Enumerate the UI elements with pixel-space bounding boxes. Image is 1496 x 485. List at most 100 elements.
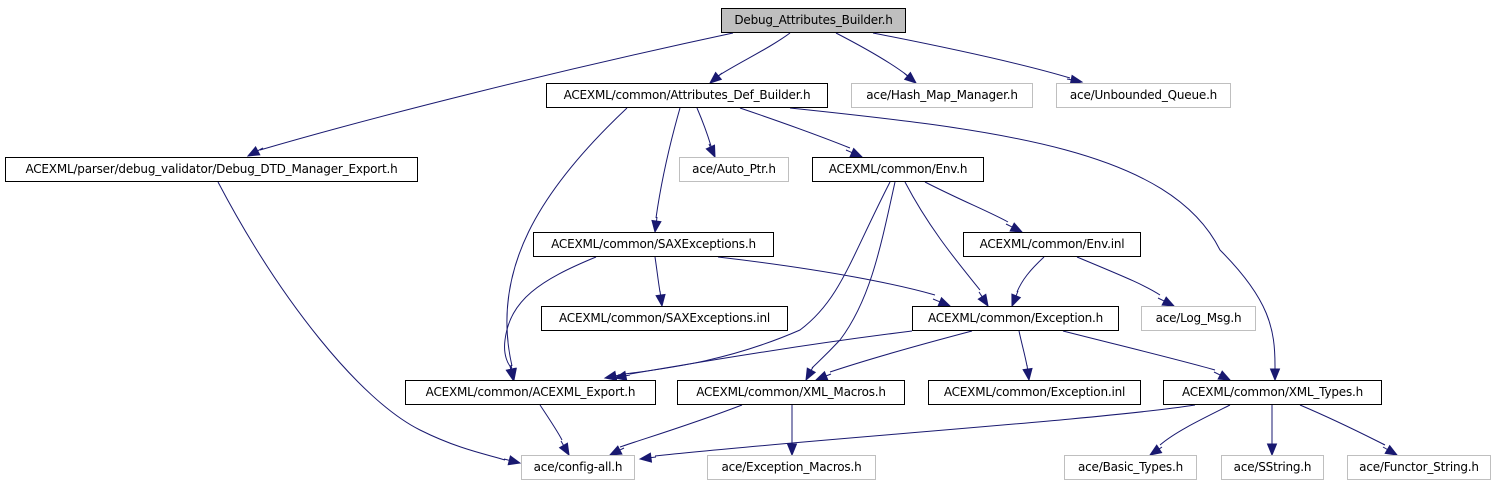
node-saxexceptions-inl[interactable]: ACEXML/common/SAXExceptions.inl bbox=[541, 306, 788, 331]
edge-env_h-to-xml_macros bbox=[805, 181, 896, 382]
edge-line bbox=[924, 181, 1009, 223]
edge-env_h-to-acexml_export bbox=[603, 181, 891, 381]
edge-root-to-dtd_export bbox=[246, 32, 734, 157]
edge-line bbox=[717, 32, 791, 77]
edge-line bbox=[1076, 256, 1161, 296]
edge-line bbox=[1018, 330, 1028, 367]
arrowhead-icon bbox=[849, 147, 864, 158]
edge-line-tail bbox=[509, 365, 512, 370]
arrowhead-icon bbox=[903, 71, 918, 84]
node-xml-types[interactable]: ACEXML/common/XML_Types.h bbox=[1163, 380, 1382, 405]
edge-exception_h-to-acexml_export bbox=[613, 330, 913, 381]
edge-xml_types-to-basic_types bbox=[1148, 404, 1231, 456]
edge-line bbox=[654, 404, 1196, 457]
edge-xml_types-to-sstring bbox=[1266, 405, 1278, 457]
edge-line-tail bbox=[659, 290, 661, 296]
node-root: Debug_Attributes_Builder.h bbox=[721, 8, 906, 33]
arrowhead-icon bbox=[1148, 444, 1163, 456]
node-basic-types: ace/Basic_Types.h bbox=[1064, 455, 1197, 480]
arrowhead-icon bbox=[1009, 222, 1024, 233]
edge-line-tail bbox=[1382, 446, 1388, 450]
node-exception-macros: ace/Exception_Macros.h bbox=[707, 455, 876, 480]
arrowhead-icon bbox=[246, 146, 261, 157]
node-attributes-def-builder[interactable]: ACEXML/common/Attributes_Def_Builder.h bbox=[546, 83, 828, 108]
edge-xml_macros-to-exc_macros bbox=[786, 404, 798, 457]
edge-xml_types-to-functor_string bbox=[1299, 404, 1399, 456]
edge-acexml_export-to-config_all bbox=[539, 404, 570, 457]
edge-line-tail bbox=[560, 440, 564, 446]
edge-line-tail bbox=[978, 291, 983, 297]
edge-saxexc_h-to-exception_h bbox=[717, 256, 952, 307]
edge-line-tail bbox=[257, 147, 264, 152]
edge-attr_def-to-auto_ptr bbox=[696, 107, 716, 159]
arrowhead-icon bbox=[558, 442, 570, 457]
node-xml-macros[interactable]: ACEXML/common/XML_Macros.h bbox=[677, 380, 905, 405]
arrowhead-icon bbox=[708, 71, 723, 84]
node-env-inl[interactable]: ACEXML/common/Env.inl bbox=[963, 232, 1141, 257]
edge-saxexc_h-to-acexml_export bbox=[504, 256, 597, 382]
node-exception-inl[interactable]: ACEXML/common/Exception.inl bbox=[928, 380, 1141, 405]
edge-line-tail bbox=[656, 216, 658, 222]
edge-line-tail bbox=[1157, 297, 1165, 302]
node-exception-h[interactable]: ACEXML/common/Exception.h bbox=[912, 306, 1119, 331]
node-debug-dtd-manager-export[interactable]: ACEXML/parser/debug_validator/Debug_DTD_… bbox=[5, 157, 418, 182]
arrowhead-icon bbox=[1269, 368, 1281, 382]
edge-line-tail bbox=[1213, 371, 1221, 376]
edge-root-to-unbounded bbox=[872, 32, 1084, 85]
edge-dtd_export-to-config_all bbox=[217, 181, 522, 466]
node-sstring: ace/SString.h bbox=[1221, 455, 1324, 480]
node-functor-string: ace/Functor_String.h bbox=[1347, 455, 1491, 480]
node-acexml-export[interactable]: ACEXML/common/ACEXML_Export.h bbox=[405, 380, 656, 405]
edge-line-tail bbox=[625, 374, 631, 377]
edge-line-tail bbox=[932, 298, 940, 303]
edge-line-tail bbox=[1026, 364, 1028, 370]
node-env-h[interactable]: ACEXML/common/Env.h bbox=[812, 157, 984, 182]
edge-line bbox=[655, 107, 681, 219]
edge-line bbox=[904, 181, 981, 291]
edge-line bbox=[504, 256, 597, 369]
arrowhead-icon bbox=[937, 296, 952, 307]
edge-line-tail bbox=[845, 149, 853, 154]
arrowhead-icon bbox=[814, 370, 829, 381]
arrowhead-icon bbox=[603, 370, 618, 381]
node-auto-ptr: ace/Auto_Ptr.h bbox=[679, 157, 789, 182]
edge-line bbox=[872, 32, 1071, 79]
arrowhead-icon bbox=[786, 443, 798, 457]
node-saxexceptions-h[interactable]: ACEXML/common/SAXExceptions.h bbox=[533, 232, 774, 257]
edge-line-tail bbox=[903, 72, 908, 77]
arrowhead-icon bbox=[1022, 367, 1033, 382]
edge-line-tail bbox=[718, 72, 723, 77]
edge-env_inl-to-exception_h bbox=[1011, 256, 1045, 308]
edge-env_h-to-env_inl bbox=[924, 181, 1024, 233]
edge-line-tail bbox=[708, 143, 711, 148]
edge-line bbox=[739, 107, 851, 149]
arrowhead-icon bbox=[1217, 370, 1232, 381]
edge-attr_def-to-env_h bbox=[739, 107, 864, 158]
edge-line bbox=[654, 256, 661, 293]
arrowhead-icon bbox=[608, 445, 623, 456]
arrowhead-icon bbox=[1266, 443, 1278, 457]
edge-line bbox=[811, 181, 896, 369]
node-unbounded-queue: ace/Unbounded_Queue.h bbox=[1056, 83, 1231, 108]
edge-line bbox=[829, 330, 973, 373]
edge-saxexc_h-to-saxexc_inl bbox=[654, 256, 666, 308]
node-log-msg: ace/Log_Msg.h bbox=[1141, 306, 1256, 331]
edge-line bbox=[1062, 330, 1216, 371]
edge-env_inl-to-log_msg bbox=[1076, 256, 1176, 307]
arrowhead-icon bbox=[505, 367, 516, 382]
arrowhead-icon bbox=[651, 219, 662, 234]
arrowhead-icon bbox=[613, 370, 628, 381]
edge-line-tail bbox=[826, 373, 832, 377]
edge-line bbox=[835, 32, 909, 77]
arrowhead-icon bbox=[638, 452, 653, 463]
arrowhead-icon bbox=[507, 455, 522, 466]
edge-line-tail bbox=[810, 366, 814, 371]
edge-env_h-to-exception_h bbox=[904, 181, 989, 308]
edge-attr_def-to-xml_types bbox=[789, 107, 1281, 382]
edge-line bbox=[259, 32, 734, 151]
arrowhead-icon bbox=[1161, 296, 1176, 307]
edge-line bbox=[789, 107, 1276, 367]
edge-line bbox=[629, 330, 913, 375]
